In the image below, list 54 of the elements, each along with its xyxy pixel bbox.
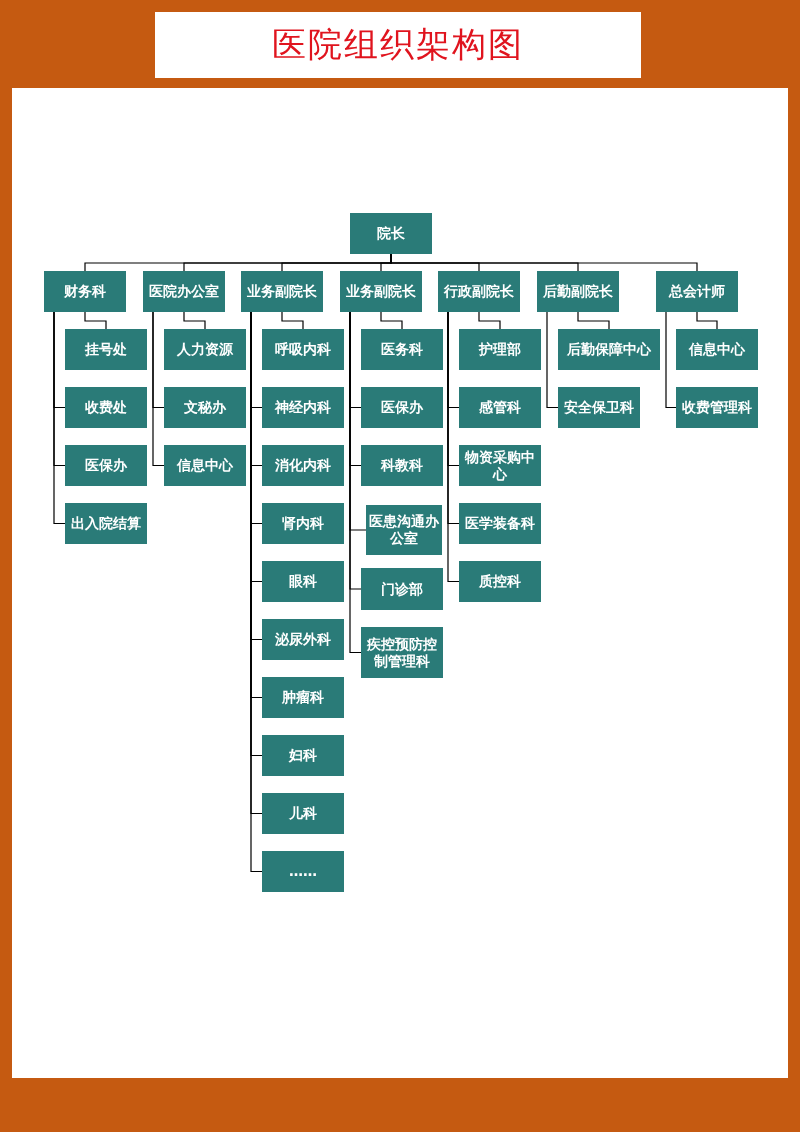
org-box: 医学装备科 — [459, 503, 541, 544]
org-box: 业务副院长 — [241, 271, 323, 312]
connector-line — [281, 311, 304, 330]
org-box: 医务科 — [361, 329, 443, 370]
connector-line — [183, 311, 206, 330]
connector-line — [696, 311, 718, 330]
org-box: 肿瘤科 — [262, 677, 344, 718]
org-box: 收费管理科 — [676, 387, 758, 428]
connector-line — [380, 311, 403, 330]
org-box: 科教科 — [361, 445, 443, 486]
org-box: 眼科 — [262, 561, 344, 602]
connector-line — [546, 311, 559, 409]
connector-line — [152, 311, 165, 467]
org-box: 护理部 — [459, 329, 541, 370]
org-box: 后勤保障中心 — [558, 329, 660, 370]
org-box: 物资采购中心 — [459, 445, 541, 486]
org-box: …… — [262, 851, 344, 892]
org-box: 儿科 — [262, 793, 344, 834]
org-box: 医院办公室 — [143, 271, 225, 312]
org-box: 肾内科 — [262, 503, 344, 544]
org-box: 门诊部 — [361, 568, 443, 610]
org-box: 呼吸内科 — [262, 329, 344, 370]
org-box: 人力资源 — [164, 329, 246, 370]
org-box: 院长 — [350, 213, 432, 254]
org-box: 行政副院长 — [438, 271, 520, 312]
connector-line — [665, 311, 677, 409]
org-box: 疾控预防控制管理科 — [361, 627, 443, 678]
org-box: 信息中心 — [676, 329, 758, 370]
connector-line — [84, 311, 107, 330]
org-box: 感管科 — [459, 387, 541, 428]
connector-line — [53, 311, 66, 525]
org-box: 质控科 — [459, 561, 541, 602]
org-box: 总会计师 — [656, 271, 738, 312]
org-box: 消化内科 — [262, 445, 344, 486]
org-box: 安全保卫科 — [558, 387, 640, 428]
connector-line — [478, 311, 501, 330]
org-box: 出入院结算 — [65, 503, 147, 544]
org-box: 医保办 — [65, 445, 147, 486]
org-box: 妇科 — [262, 735, 344, 776]
org-box: 信息中心 — [164, 445, 246, 486]
org-box: 业务副院长 — [340, 271, 422, 312]
org-box: 医患沟通办公室 — [366, 505, 442, 555]
org-box: 文秘办 — [164, 387, 246, 428]
org-box: 财务科 — [44, 271, 126, 312]
connector-line — [577, 311, 610, 330]
org-box: 医保办 — [361, 387, 443, 428]
org-box: 后勤副院长 — [537, 271, 619, 312]
org-box: 挂号处 — [65, 329, 147, 370]
org-box: 泌尿外科 — [262, 619, 344, 660]
title: 医院组织架构图 — [272, 23, 524, 66]
org-box: 收费处 — [65, 387, 147, 428]
connector-line — [447, 311, 460, 583]
org-box: 神经内科 — [262, 387, 344, 428]
connector-line — [390, 253, 698, 272]
